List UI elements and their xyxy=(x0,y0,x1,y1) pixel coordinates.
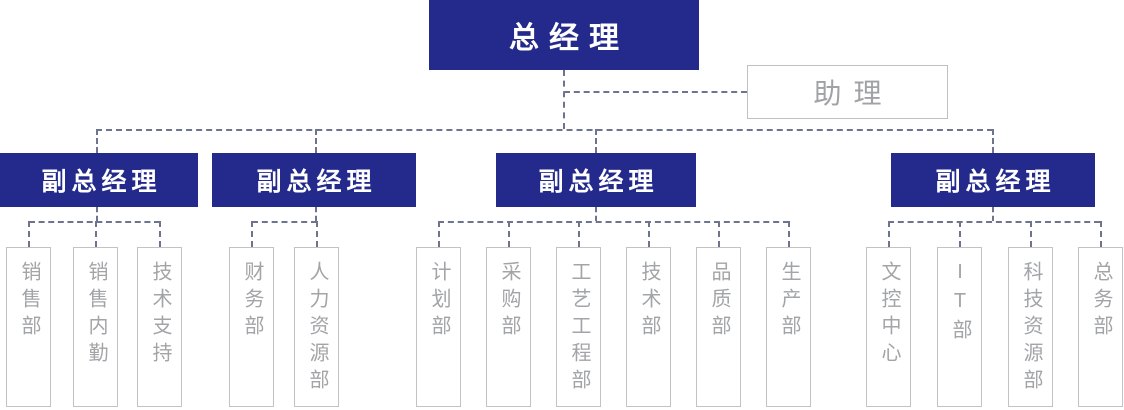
department-box: 采购部 xyxy=(486,247,531,407)
connector-stub xyxy=(315,129,317,153)
department-box: 销售部 xyxy=(6,247,51,407)
department-label: 采购部 xyxy=(498,261,520,342)
gm-box: 总经理 xyxy=(429,0,699,70)
connector-root-vertical xyxy=(563,70,565,129)
connector-stub xyxy=(992,207,994,221)
connector-group-horizontal xyxy=(252,221,317,223)
connector-assistant-branch xyxy=(564,91,747,93)
connector-stub xyxy=(315,207,317,221)
assistant-box: 助理 xyxy=(747,65,948,119)
department-box: 工艺工程部 xyxy=(556,247,601,407)
deputy-gm-box: 副总经理 xyxy=(212,153,416,207)
connector-stub xyxy=(595,207,597,221)
department-label: 工艺工程部 xyxy=(568,261,590,396)
connector-stub xyxy=(96,129,98,153)
department-label: 财务部 xyxy=(241,261,263,342)
connector-group-horizontal xyxy=(29,221,160,223)
connector-stub xyxy=(316,221,318,247)
department-box: 科技资源部 xyxy=(1008,247,1053,407)
department-label: 科技资源部 xyxy=(1020,261,1042,396)
deputy-gm-label: 副总经理 xyxy=(935,168,1056,196)
department-label: 品质部 xyxy=(708,261,730,342)
department-label: 人力资源部 xyxy=(306,261,328,396)
deputy-gm-box: 副总经理 xyxy=(0,153,198,207)
department-box: 品质部 xyxy=(696,247,741,407)
department-box: 文控中心 xyxy=(866,247,911,407)
department-label: IT部 xyxy=(949,261,971,346)
department-box: 人力资源部 xyxy=(294,247,339,407)
connector-stub xyxy=(1030,221,1032,247)
connector-main-horizontal xyxy=(96,129,993,131)
connector-stub xyxy=(251,221,253,247)
connector-stub xyxy=(788,221,790,247)
deputy-gm-label: 副总经理 xyxy=(538,168,659,196)
department-label: 技术支持 xyxy=(149,261,171,369)
connector-stub xyxy=(159,221,161,247)
deputy-gm-label: 副总经理 xyxy=(256,168,377,196)
department-box: IT部 xyxy=(937,247,982,407)
department-box: 技术部 xyxy=(626,247,671,407)
connector-stub xyxy=(888,221,890,247)
connector-stub xyxy=(718,221,720,247)
connector-stub xyxy=(96,207,98,221)
department-label: 总务部 xyxy=(1090,261,1112,342)
connector-stub xyxy=(438,221,440,247)
connector-stub xyxy=(959,221,961,247)
connector-stub xyxy=(95,221,97,247)
department-box: 技术支持 xyxy=(137,247,182,407)
connector-stub xyxy=(992,129,994,153)
department-box: 计划部 xyxy=(416,247,461,407)
department-label: 文控中心 xyxy=(878,261,900,369)
department-label: 计划部 xyxy=(428,261,450,342)
connector-stub xyxy=(595,129,597,153)
connector-stub xyxy=(578,221,580,247)
department-box: 财务部 xyxy=(229,247,274,407)
department-label: 销售内勤 xyxy=(85,261,107,369)
connector-group-horizontal xyxy=(888,221,1100,223)
department-label: 销售部 xyxy=(18,261,40,342)
deputy-gm-box: 副总经理 xyxy=(496,153,696,207)
department-box: 总务部 xyxy=(1078,247,1123,407)
assistant-label: 助理 xyxy=(813,78,894,109)
department-label: 生产部 xyxy=(778,261,800,342)
connector-stub xyxy=(28,221,30,247)
deputy-gm-box: 副总经理 xyxy=(891,153,1095,207)
connector-stub xyxy=(508,221,510,247)
department-label: 技术部 xyxy=(638,261,660,342)
connector-stub xyxy=(1100,221,1102,247)
connector-group-horizontal xyxy=(438,221,789,223)
department-box: 生产部 xyxy=(766,247,811,407)
department-box: 销售内勤 xyxy=(73,247,118,407)
deputy-gm-label: 副总经理 xyxy=(41,168,162,196)
gm-label: 总经理 xyxy=(509,22,629,55)
connector-stub xyxy=(648,221,650,247)
